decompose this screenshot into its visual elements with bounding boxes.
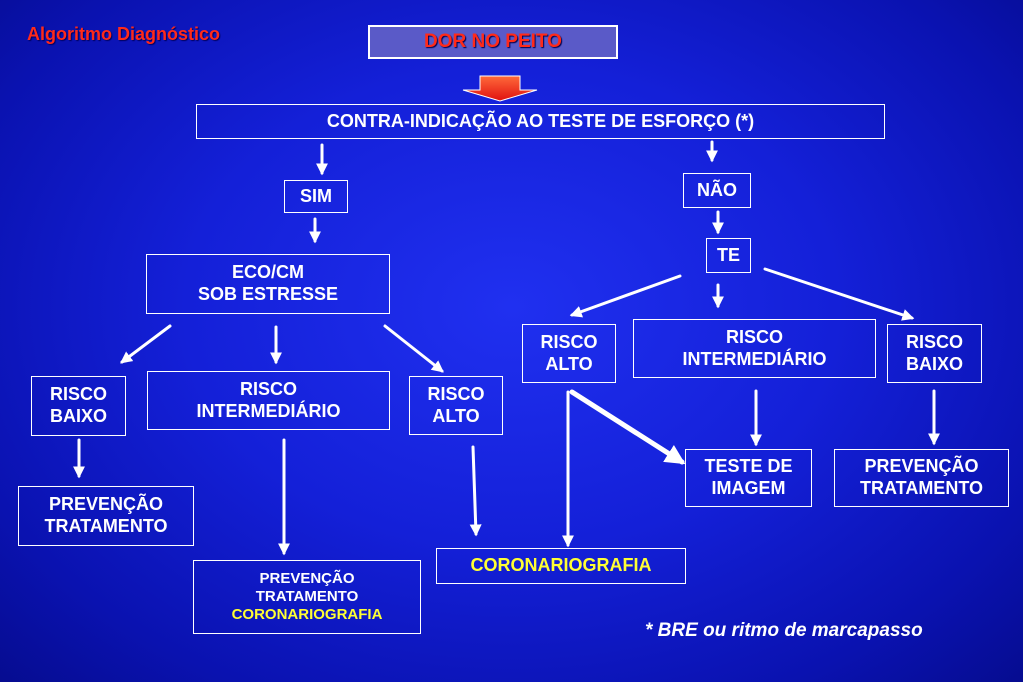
left-low-risk-line1: RISCO: [49, 384, 107, 405]
left-low-risk-line2: BAIXO: [49, 406, 107, 426]
left-high-risk-line1: RISCO: [427, 383, 485, 404]
eco-label-line1: ECO/CM: [232, 262, 304, 283]
right-high-risk-line2: ALTO: [545, 353, 593, 374]
right-intermediate-risk-line2: INTERMEDIÁRIO: [682, 348, 827, 369]
right-high-risk-line1: RISCO: [540, 331, 598, 352]
arrow-high-to-coronariography: [469, 445, 482, 537]
no-box: NÃO: [683, 173, 751, 208]
chest-pain-header: DOR NO PEITO: [368, 25, 618, 59]
left-low-risk-box: RISCO BAIXO: [31, 376, 126, 436]
imaging-test-line1: TESTE DE: [704, 456, 793, 477]
intermediate-outcome-box: PREVENÇÃO TRATAMENTO CORONARIOGRAFIA: [193, 560, 421, 634]
arrow-eco-to-high: [383, 324, 444, 373]
footnote: * BRE ou ritmo de marcapasso: [645, 620, 923, 641]
right-prevention-line1: PREVENÇÃO: [864, 456, 979, 477]
coronariography-label: CORONARIOGRAFIA: [470, 555, 652, 576]
imaging-test-line2: IMAGEM: [711, 478, 786, 498]
arrow-te-to-high: [569, 274, 682, 318]
eco-stress-box: ECO/CM SOB ESTRESSE: [146, 254, 390, 314]
intermediate-outcome-line3: CORONARIOGRAFIA: [231, 606, 383, 624]
contraindication-box: CONTRA-INDICAÇÃO AO TESTE DE ESFORÇO (*): [196, 104, 885, 139]
no-label: NÃO: [697, 179, 737, 200]
arrow-te-to-low: [763, 267, 915, 321]
right-intermediate-risk-line1: RISCO: [725, 326, 783, 347]
left-high-risk-box: RISCO ALTO: [409, 376, 503, 435]
left-prevention-line2: TRATAMENTO: [44, 516, 168, 536]
imaging-test-box: TESTE DE IMAGEM: [685, 449, 812, 507]
right-intermediate-risk-box: RISCO INTERMEDIÁRIO: [633, 319, 876, 378]
yes-box: SIM: [284, 180, 348, 213]
left-intermediate-risk-line1: RISCO: [239, 378, 297, 399]
intermediate-outcome-line2: TRATAMENTO: [255, 587, 359, 605]
right-high-risk-box: RISCO ALTO: [522, 324, 616, 383]
left-intermediate-risk-box: RISCO INTERMEDIÁRIO: [147, 371, 390, 430]
eco-label-line2: SOB ESTRESSE: [197, 284, 339, 304]
right-low-risk-box: RISCO BAIXO: [887, 324, 982, 383]
yes-label: SIM: [299, 185, 332, 206]
left-intermediate-risk-line2: INTERMEDIÁRIO: [196, 400, 341, 421]
intermediate-outcome-line1: PREVENÇÃO: [259, 569, 355, 587]
left-high-risk-line2: ALTO: [432, 405, 480, 426]
te-box: TE: [706, 238, 751, 273]
te-label: TE: [716, 244, 740, 265]
coronariography-box: CORONARIOGRAFIA: [436, 548, 686, 584]
right-low-risk-line1: RISCO: [905, 331, 963, 352]
left-prevention-line1: PREVENÇÃO: [48, 494, 164, 515]
algorithm-title: Algoritmo Diagnóstico: [27, 24, 220, 44]
right-prevention-line2: TRATAMENTO: [860, 478, 983, 498]
arrow-right-high-to-imaging: [569, 389, 686, 465]
contraindication-label: CONTRA-INDICAÇÃO AO TESTE DE ESFORÇO (*): [326, 110, 755, 131]
red-down-arrow: [462, 75, 538, 102]
right-low-risk-line2: BAIXO: [905, 353, 963, 374]
arrow-eco-to-low: [120, 324, 172, 364]
left-prevention-box: PREVENÇÃO TRATAMENTO: [18, 486, 194, 546]
right-prevention-box: PREVENÇÃO TRATAMENTO: [834, 449, 1009, 507]
